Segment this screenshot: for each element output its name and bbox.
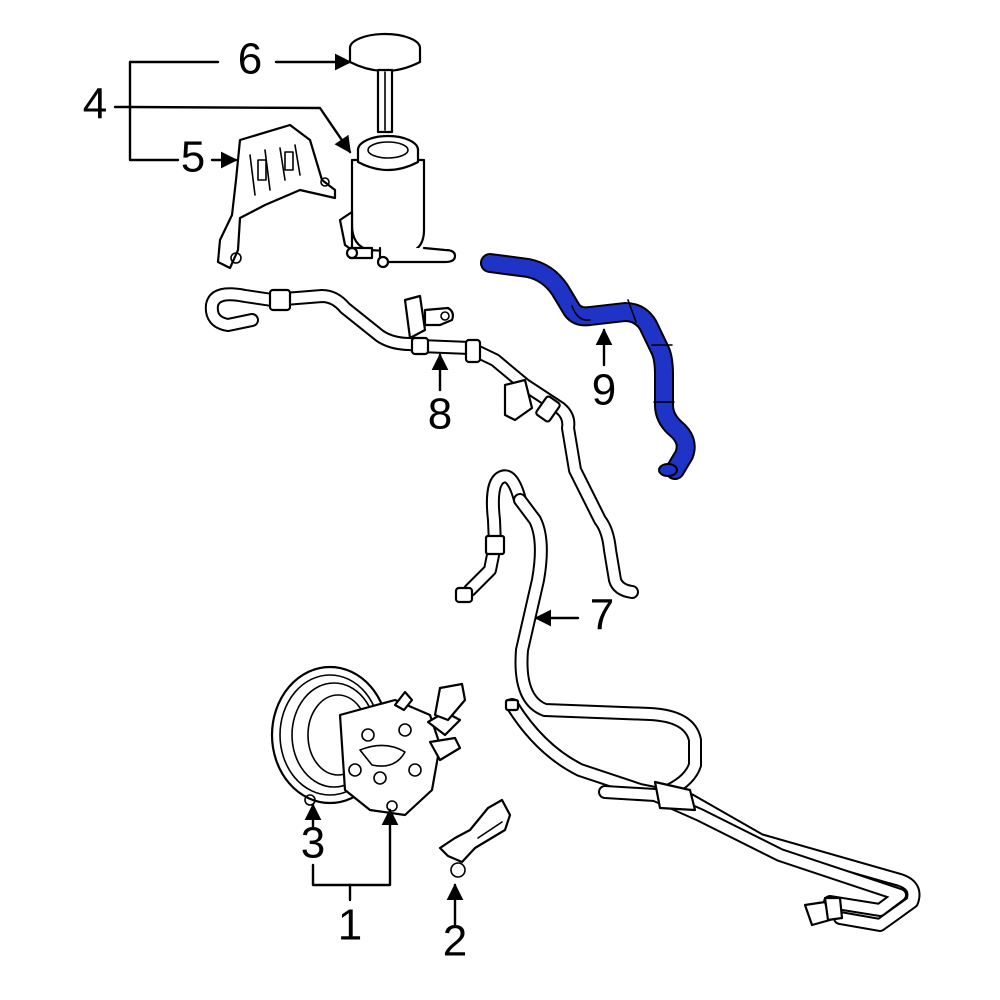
callout-8: 8: [428, 390, 452, 439]
callout-9: 9: [592, 366, 616, 415]
pressure-switch[interactable]: [438, 798, 512, 878]
callout-7: 7: [590, 591, 614, 640]
reservoir[interactable]: [338, 134, 457, 269]
reservoir-cap[interactable]: [348, 32, 422, 134]
power-steering-pump[interactable]: [270, 665, 467, 817]
callout-3: 3: [301, 819, 325, 868]
callout-5: 5: [181, 133, 205, 182]
callout-6: 6: [238, 35, 262, 84]
reservoir-bracket[interactable]: [216, 123, 337, 270]
callout-4: 4: [83, 80, 107, 129]
return-hose-highlighted[interactable]: [480, 253, 696, 480]
pressure-line[interactable]: [454, 469, 921, 932]
callout-2: 2: [443, 917, 467, 966]
return-line[interactable]: [204, 287, 639, 599]
callout-1: 1: [338, 901, 362, 950]
